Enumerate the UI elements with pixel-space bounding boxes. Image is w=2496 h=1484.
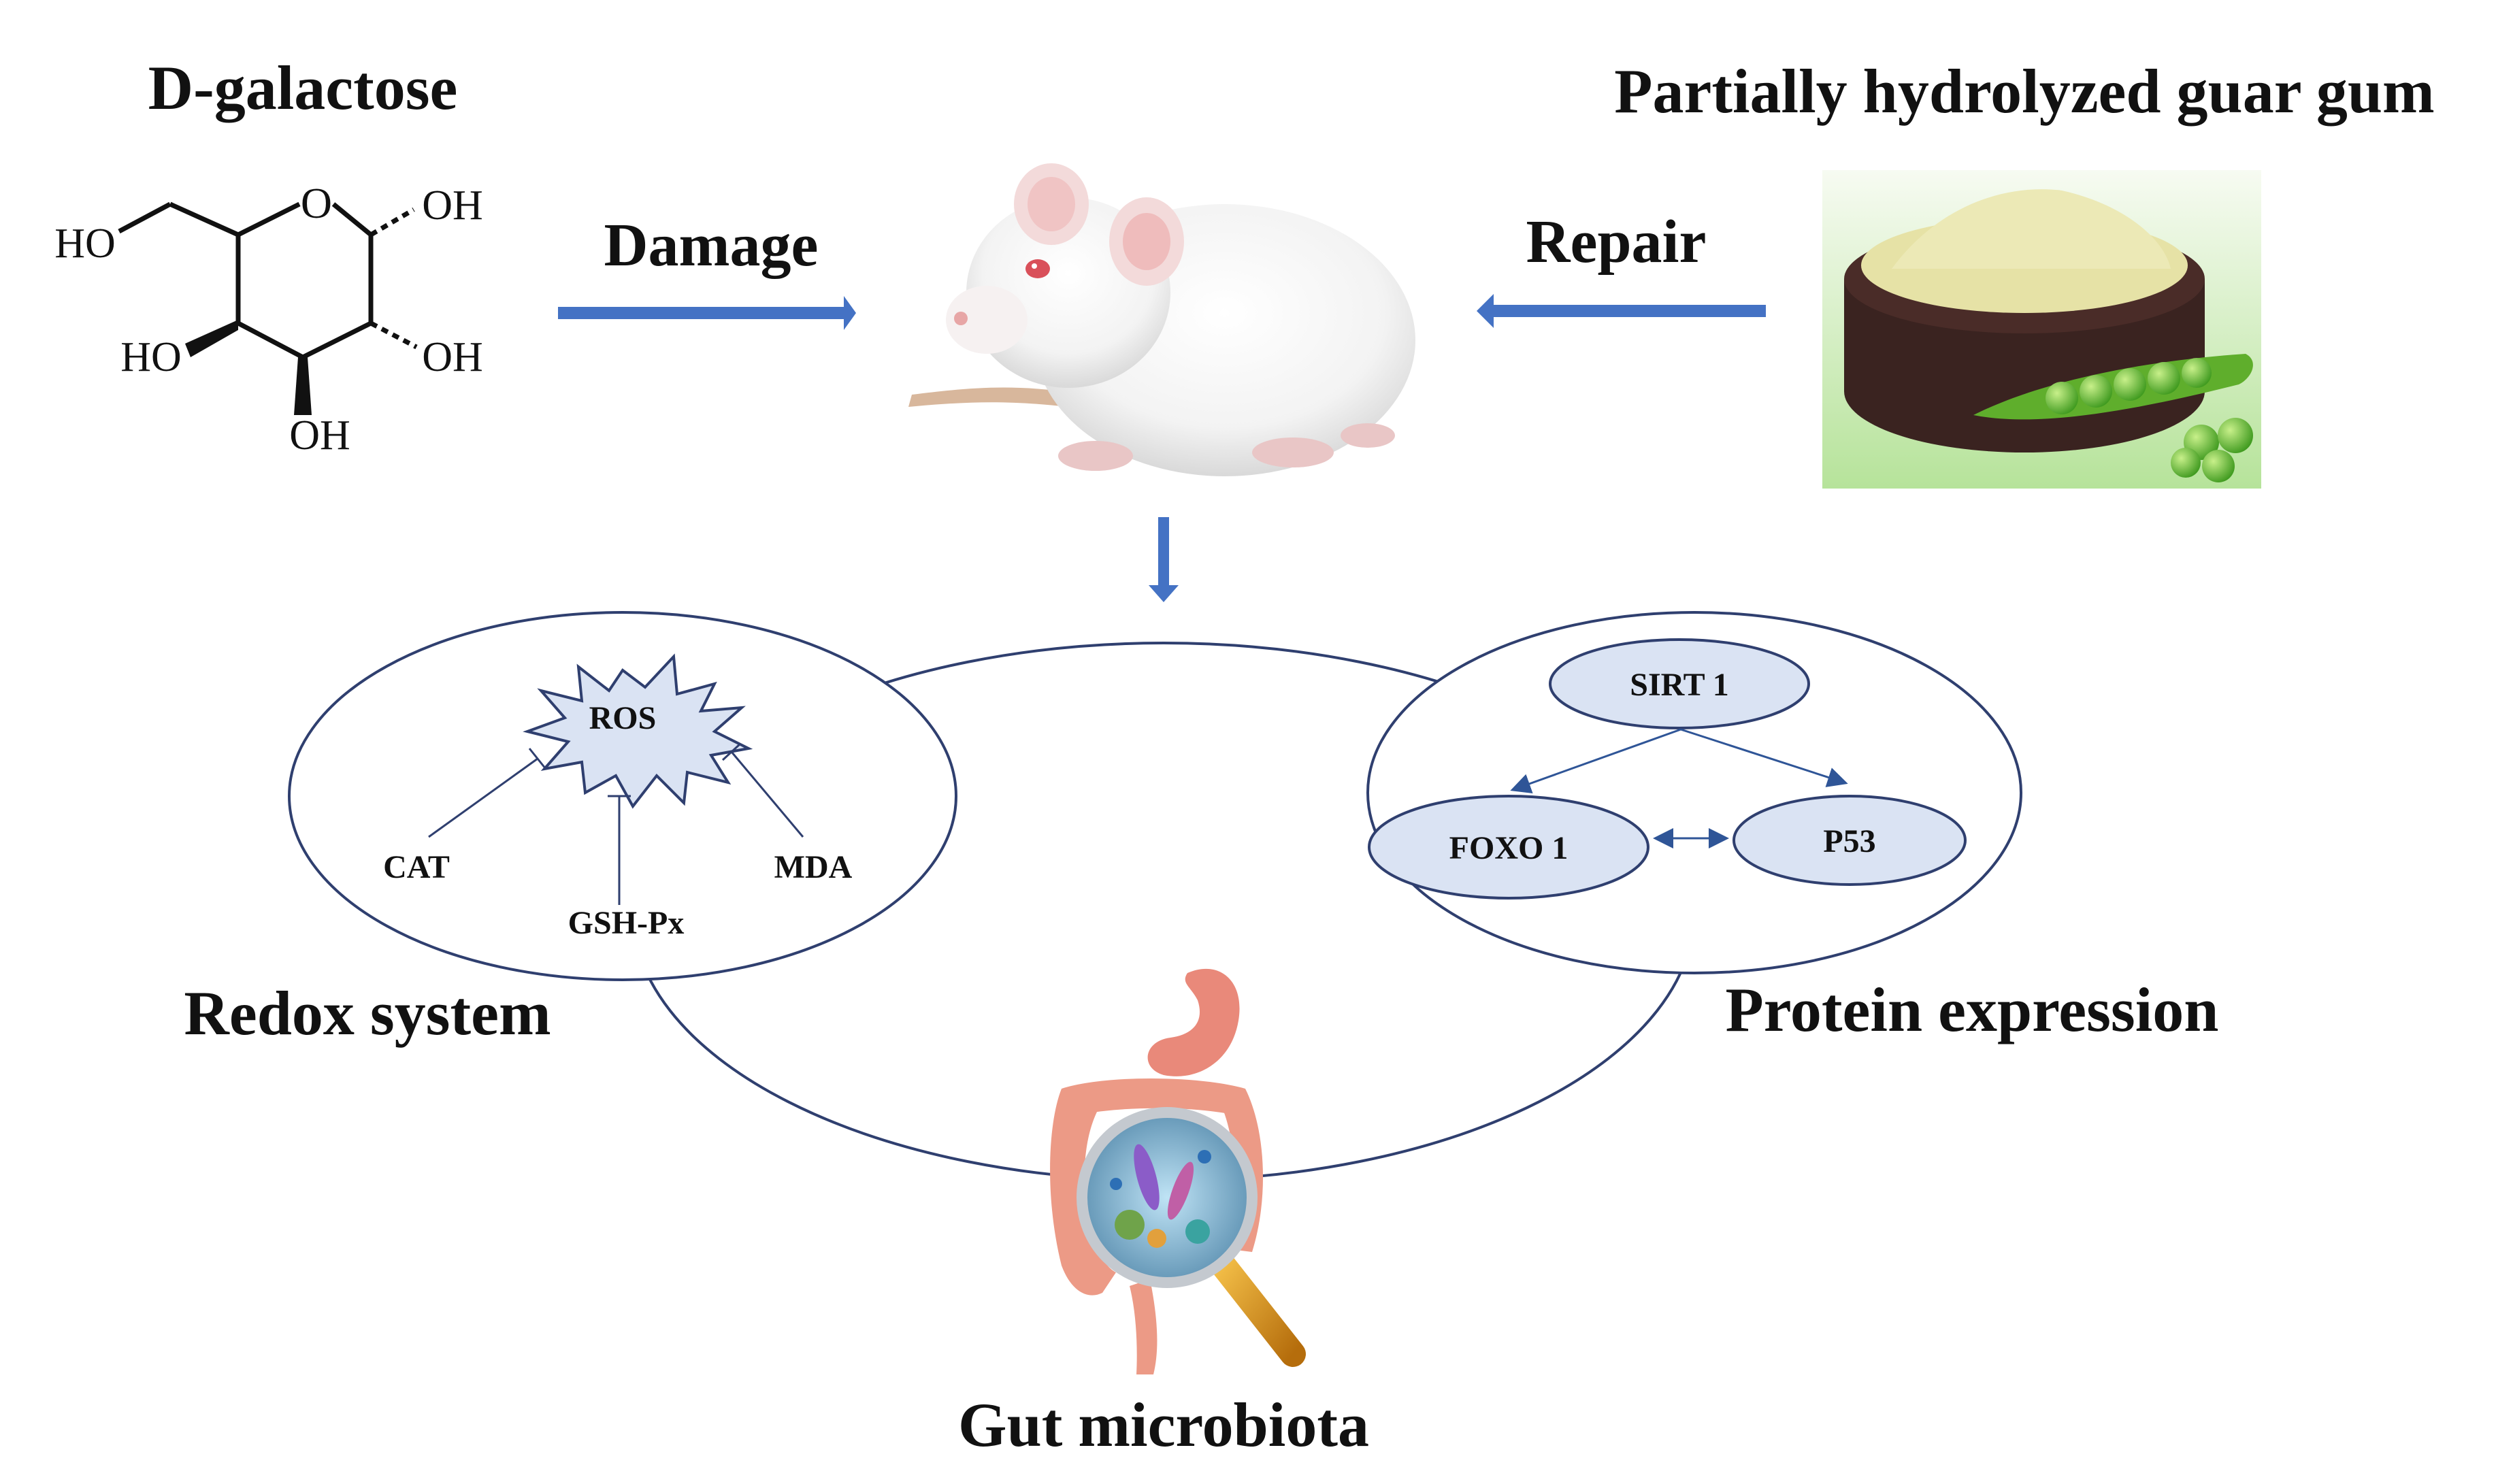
mda-label: MDA (774, 849, 853, 885)
ho-label-2: HO (120, 334, 182, 380)
repair-arrow (1477, 294, 1766, 328)
oh-label-1: OH (422, 182, 483, 229)
redox-system-title: Redox system (184, 978, 551, 1048)
foxo1-node (1368, 795, 1649, 900)
guar-gum-title: Partially hydrolyzed guar gum (1614, 56, 2434, 126)
repair-label: Repair (1526, 208, 1707, 276)
ho-label-1: HO (54, 220, 116, 267)
ros-label: ROS (589, 700, 657, 736)
damage-arrow (558, 296, 856, 330)
d-galactose-title: D-galactose (148, 53, 458, 122)
foxo1-label: FOXO 1 (1449, 830, 1569, 866)
sirt1-node (1549, 638, 1810, 729)
d-galactose-structure (118, 201, 418, 415)
gsh-px-label: GSH-Px (568, 905, 685, 941)
down-arrow (1149, 517, 1179, 602)
magnifier-icon (1077, 1107, 1306, 1367)
ring-oxygen-label: O (301, 179, 332, 227)
rat-illustration (908, 163, 1415, 476)
protein-expression-title: Protein expression (1726, 975, 2219, 1044)
oh-label-2: OH (422, 334, 483, 380)
protein-arrows (1510, 728, 1848, 848)
damage-label: Damage (604, 212, 819, 279)
oh-label-3: OH (289, 412, 350, 459)
inhibition-lines (428, 742, 804, 905)
ros-burst-shape (523, 653, 753, 809)
p53-node (1733, 795, 1967, 886)
cat-label: CAT (383, 849, 450, 885)
guar-gum-powder-image (1822, 170, 2261, 489)
sirt1-label: SIRT 1 (1630, 667, 1729, 703)
p53-label: P53 (1823, 823, 1875, 859)
gut-microbiota-title: Gut microbiota (958, 1390, 1369, 1460)
